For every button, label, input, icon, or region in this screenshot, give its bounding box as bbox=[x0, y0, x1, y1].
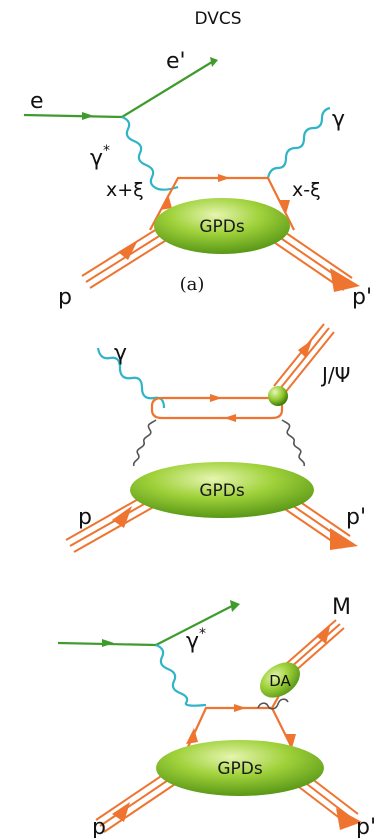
label-jpsi: J/Ψ bbox=[320, 363, 350, 387]
label-meson-m: M bbox=[332, 595, 351, 620]
label-gamma-real: γ bbox=[332, 107, 345, 132]
vertex-dot-b bbox=[268, 386, 288, 406]
virtual-photon-line bbox=[121, 115, 179, 191]
label-p-prime-a: p' bbox=[352, 285, 372, 310]
proton-in-arrow bbox=[118, 240, 138, 260]
caption-a: (a) bbox=[180, 274, 205, 295]
gpd-label-a: GPDs bbox=[199, 217, 245, 237]
gpd-blob-c bbox=[156, 740, 324, 796]
da-blob bbox=[260, 662, 300, 698]
da-label: DA bbox=[269, 672, 291, 690]
panel-c-dvmp: γ* M DA bbox=[57, 595, 376, 838]
quark-arrow-c2 bbox=[234, 704, 246, 712]
gluon-c bbox=[257, 698, 289, 710]
label-gamma-star-c: γ* bbox=[186, 626, 206, 654]
electron-line bbox=[23, 57, 218, 120]
meson-line-b bbox=[273, 323, 335, 395]
quark-loop-b bbox=[150, 396, 284, 420]
real-photon-line bbox=[266, 106, 331, 179]
label-p-prime-c: p' bbox=[356, 815, 376, 838]
gluon-right-b bbox=[281, 419, 306, 467]
proton-in-arrow-c bbox=[112, 802, 130, 822]
label-p-prime-b: p' bbox=[346, 505, 366, 530]
quark-lines-a bbox=[149, 174, 295, 231]
label-gamma-b: γ bbox=[114, 341, 127, 366]
proton-out-arrow-c bbox=[336, 808, 362, 830]
label-e-in: e bbox=[30, 89, 44, 114]
proton-out-arrow-b bbox=[330, 528, 358, 550]
gpd-label-b: GPDs bbox=[199, 481, 245, 501]
proton-out-arrow bbox=[330, 268, 360, 292]
label-p-b: p bbox=[78, 505, 92, 530]
loop-arrow-top bbox=[210, 394, 222, 402]
label-gamma-star: γ* bbox=[90, 143, 110, 171]
label-x-minus-xi: x-ξ bbox=[292, 179, 321, 201]
electron-line-c bbox=[57, 600, 240, 647]
label-x-plus-xi: x+ξ bbox=[106, 179, 144, 201]
panel-a-dvcs: DVCS e e' γ* γ x+ξ x-ξ bbox=[23, 9, 372, 310]
label-p-a: p bbox=[58, 285, 72, 310]
gpd-blob-a bbox=[154, 198, 290, 254]
electron-arrow bbox=[82, 112, 94, 120]
electron-out-arrow bbox=[210, 57, 218, 67]
label-e-out: e' bbox=[166, 49, 186, 74]
virtual-photon-line-c bbox=[155, 643, 207, 707]
quark-arrow-c3 bbox=[284, 734, 296, 748]
gpd-blob-b bbox=[130, 462, 314, 518]
photon-line-b bbox=[96, 347, 166, 409]
gpd-label-c: GPDs bbox=[217, 759, 263, 779]
panel-b-jpsi: γ J/Ψ GPDs p bbox=[65, 323, 366, 553]
proton-in-arrow-b bbox=[112, 506, 132, 528]
gluon-left-b bbox=[132, 419, 157, 467]
meson-arrow-c bbox=[316, 626, 330, 644]
panel-a-title: DVCS bbox=[194, 9, 241, 29]
quark-arrow-c1 bbox=[186, 728, 198, 744]
label-p-c: p bbox=[92, 815, 106, 838]
meson-arrow-b bbox=[298, 340, 312, 358]
loop-arrow-bottom bbox=[224, 414, 236, 422]
meson-line-c bbox=[285, 619, 345, 673]
